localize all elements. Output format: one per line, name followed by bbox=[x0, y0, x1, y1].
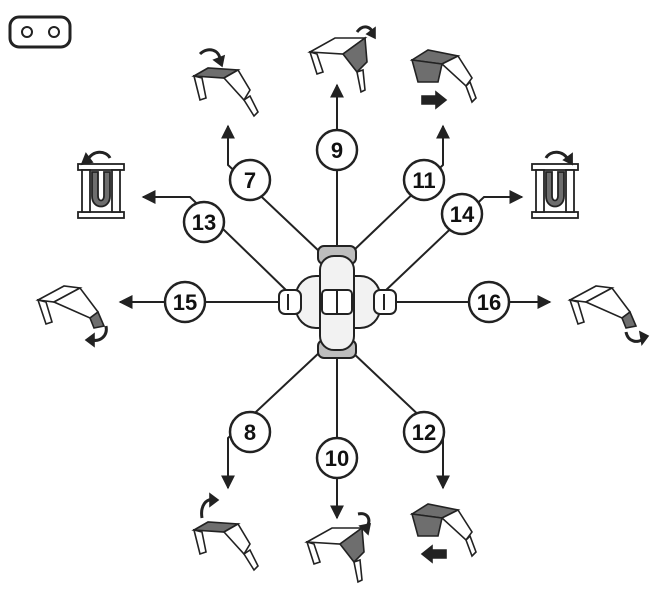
callout-11: 11 bbox=[402, 158, 446, 202]
svg-text:16: 16 bbox=[477, 290, 501, 315]
rotate-arrow-icon bbox=[86, 150, 112, 161]
callout-15: 15 bbox=[163, 280, 207, 324]
connector-11 bbox=[351, 124, 450, 253]
svg-text:12: 12 bbox=[412, 420, 436, 445]
svg-text:15: 15 bbox=[173, 290, 197, 315]
seat-adjust-icon bbox=[35, 285, 108, 348]
connector-14 bbox=[383, 190, 524, 293]
callout-7: 7 bbox=[228, 158, 272, 202]
lumbar-support-icon bbox=[531, 150, 579, 219]
seat-adjust-icon bbox=[409, 503, 477, 564]
connector-7 bbox=[221, 124, 321, 253]
seat-adjust-icon bbox=[409, 49, 477, 110]
svg-text:8: 8 bbox=[244, 420, 256, 445]
connector-8 bbox=[221, 351, 321, 490]
svg-text:13: 13 bbox=[192, 210, 216, 235]
central-switch bbox=[278, 245, 397, 359]
seat-adjust-icon bbox=[191, 48, 259, 118]
callout-9: 9 bbox=[315, 128, 359, 172]
number-callouts: 9 10 7 11 8 12 13 14 bbox=[163, 128, 511, 480]
callout-13: 13 bbox=[182, 200, 226, 244]
svg-text:7: 7 bbox=[244, 168, 256, 193]
svg-text:14: 14 bbox=[450, 202, 475, 227]
svg-text:9: 9 bbox=[331, 138, 343, 163]
callout-14: 14 bbox=[440, 192, 484, 236]
seat-adjust-icon bbox=[307, 25, 376, 94]
two-dot-indicator-icon bbox=[8, 15, 72, 49]
connector-13 bbox=[141, 190, 289, 293]
callout-12: 12 bbox=[402, 410, 446, 454]
slide-arrow-icon bbox=[420, 544, 447, 564]
callout-8: 8 bbox=[228, 410, 272, 454]
svg-text:11: 11 bbox=[412, 168, 435, 193]
svg-text:10: 10 bbox=[325, 446, 349, 471]
seat-adjust-icon bbox=[191, 492, 259, 572]
lumbar-support-icon bbox=[77, 150, 125, 219]
callout-10: 10 bbox=[315, 436, 359, 480]
slide-arrow-icon bbox=[421, 90, 448, 110]
seat-adjust-icon bbox=[304, 512, 372, 584]
seat-adjust-icon bbox=[567, 285, 650, 346]
callout-16: 16 bbox=[467, 280, 511, 324]
